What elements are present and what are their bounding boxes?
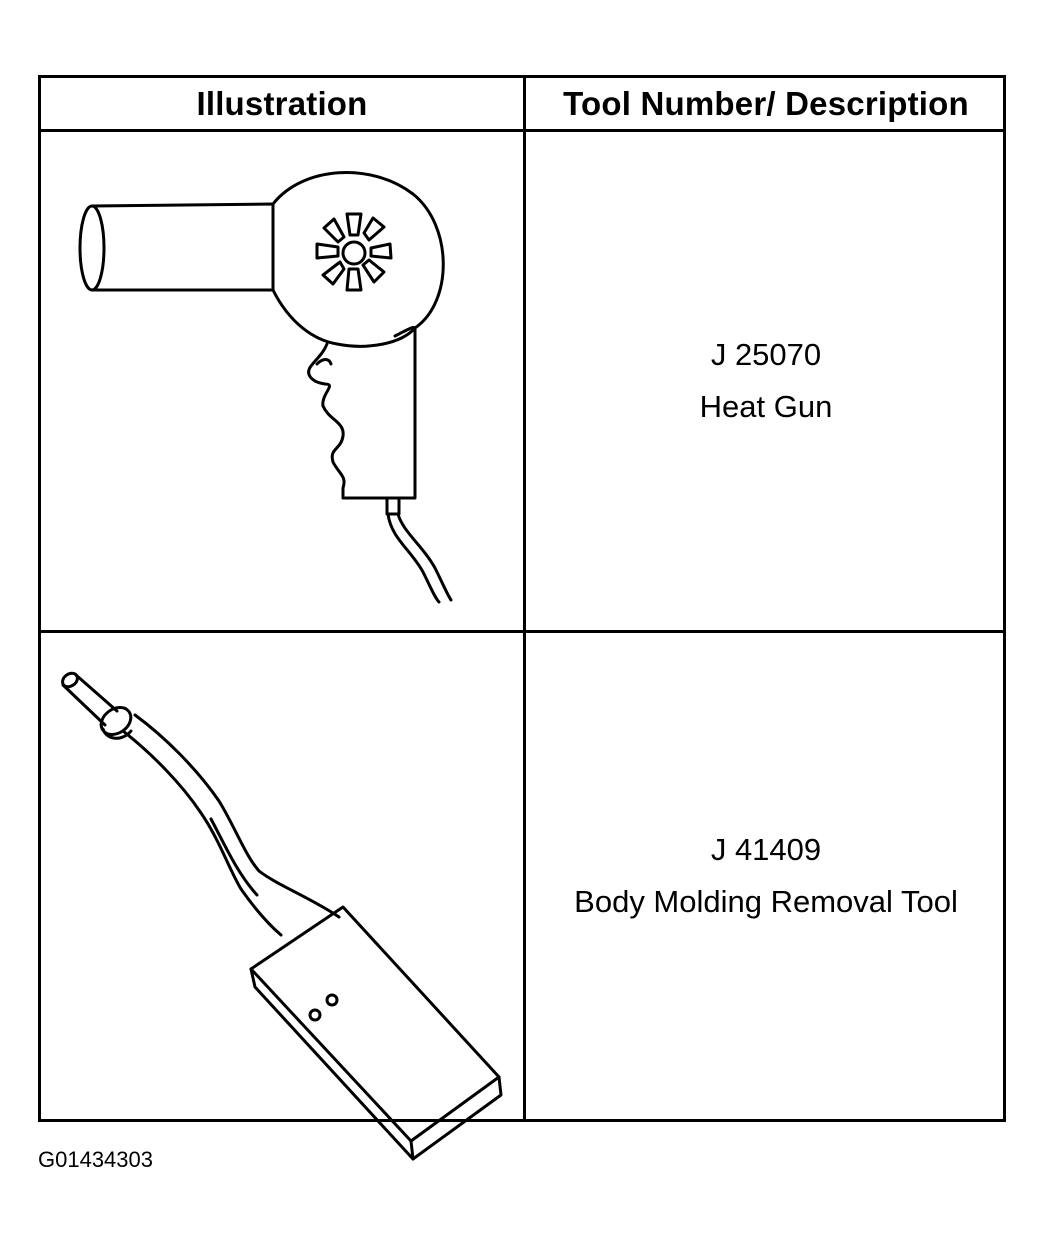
figure-id: G01434303 — [38, 1147, 153, 1172]
tool-table: Illustration Tool Number/ Description — [38, 75, 1006, 1161]
tool-number: J 25070 — [710, 337, 822, 372]
tool-description: Heat Gun — [699, 389, 833, 424]
header-description: Tool Number/ Description — [563, 84, 969, 122]
heat-gun-icon — [78, 171, 453, 604]
tool-description-body-molding-removal-tool: J 41409 Body Molding Removal Tool — [526, 633, 1006, 1119]
tool-number: J 41409 — [710, 832, 822, 867]
header-illustration: Illustration — [196, 84, 368, 122]
row-divider — [41, 630, 1003, 633]
column-divider — [523, 78, 526, 1119]
header-divider — [41, 129, 1003, 132]
tool-description-heat-gun: J 25070 Heat Gun — [526, 132, 1006, 630]
body-molding-removal-tool-icon — [61, 671, 503, 1161]
tool-description: Body Molding Removal Tool — [574, 884, 958, 919]
